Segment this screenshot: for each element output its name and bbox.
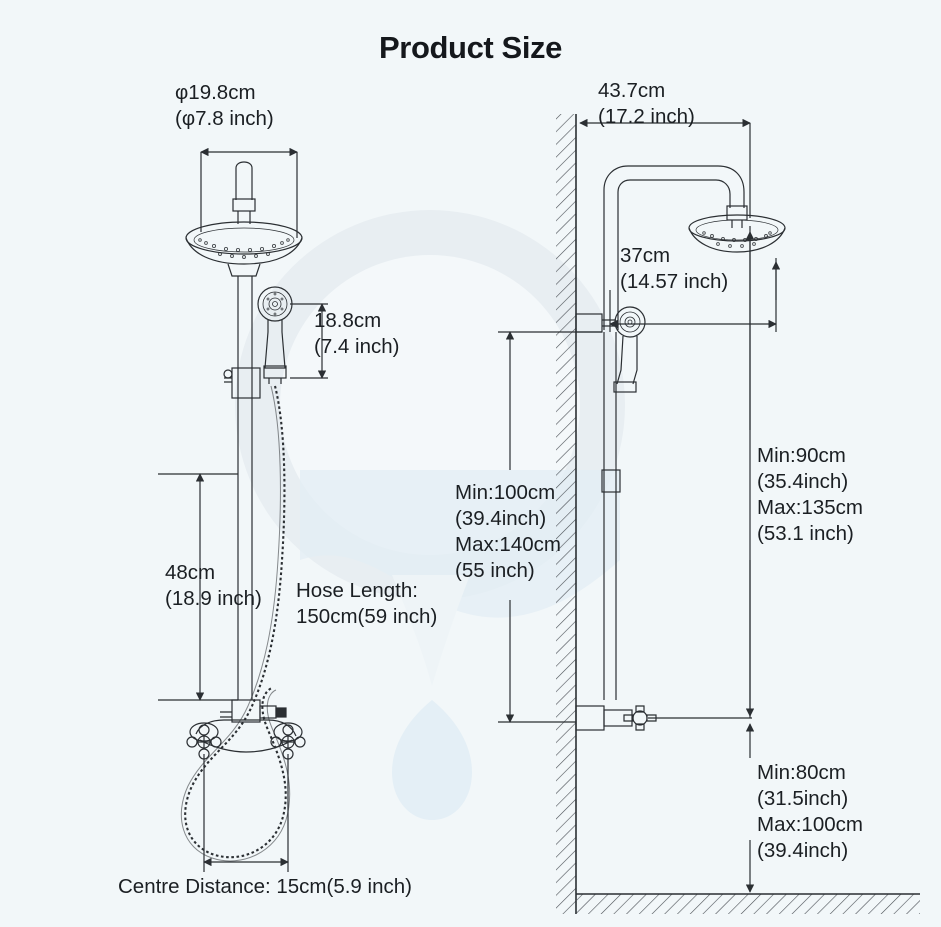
label-riser-height: 48cm (18.9 inch) xyxy=(165,561,262,610)
label-head-diameter: φ19.8cm (φ7.8 inch) xyxy=(175,81,274,130)
label-head-projection: 37cm (14.57 inch) xyxy=(620,244,729,293)
page-title: Product Size xyxy=(379,30,562,65)
label-hose-length: Hose Length: 150cm(59 inch) xyxy=(296,579,438,628)
label-overall-range: Min:100cm (39.4inch) Max:140cm (55 inch) xyxy=(455,481,561,582)
label-centre-distance: Centre Distance: 15cm(5.9 inch) xyxy=(118,875,412,898)
label-upper-range: Min:90cm (35.4inch) Max:135cm (53.1 inch… xyxy=(757,444,863,545)
label-handshower-drop: 18.8cm (7.4 inch) xyxy=(314,309,400,358)
label-arm-reach: 43.7cm (17.2 inch) xyxy=(598,79,695,128)
label-lower-range: Min:80cm (31.5inch) Max:100cm (39.4inch) xyxy=(757,761,863,862)
